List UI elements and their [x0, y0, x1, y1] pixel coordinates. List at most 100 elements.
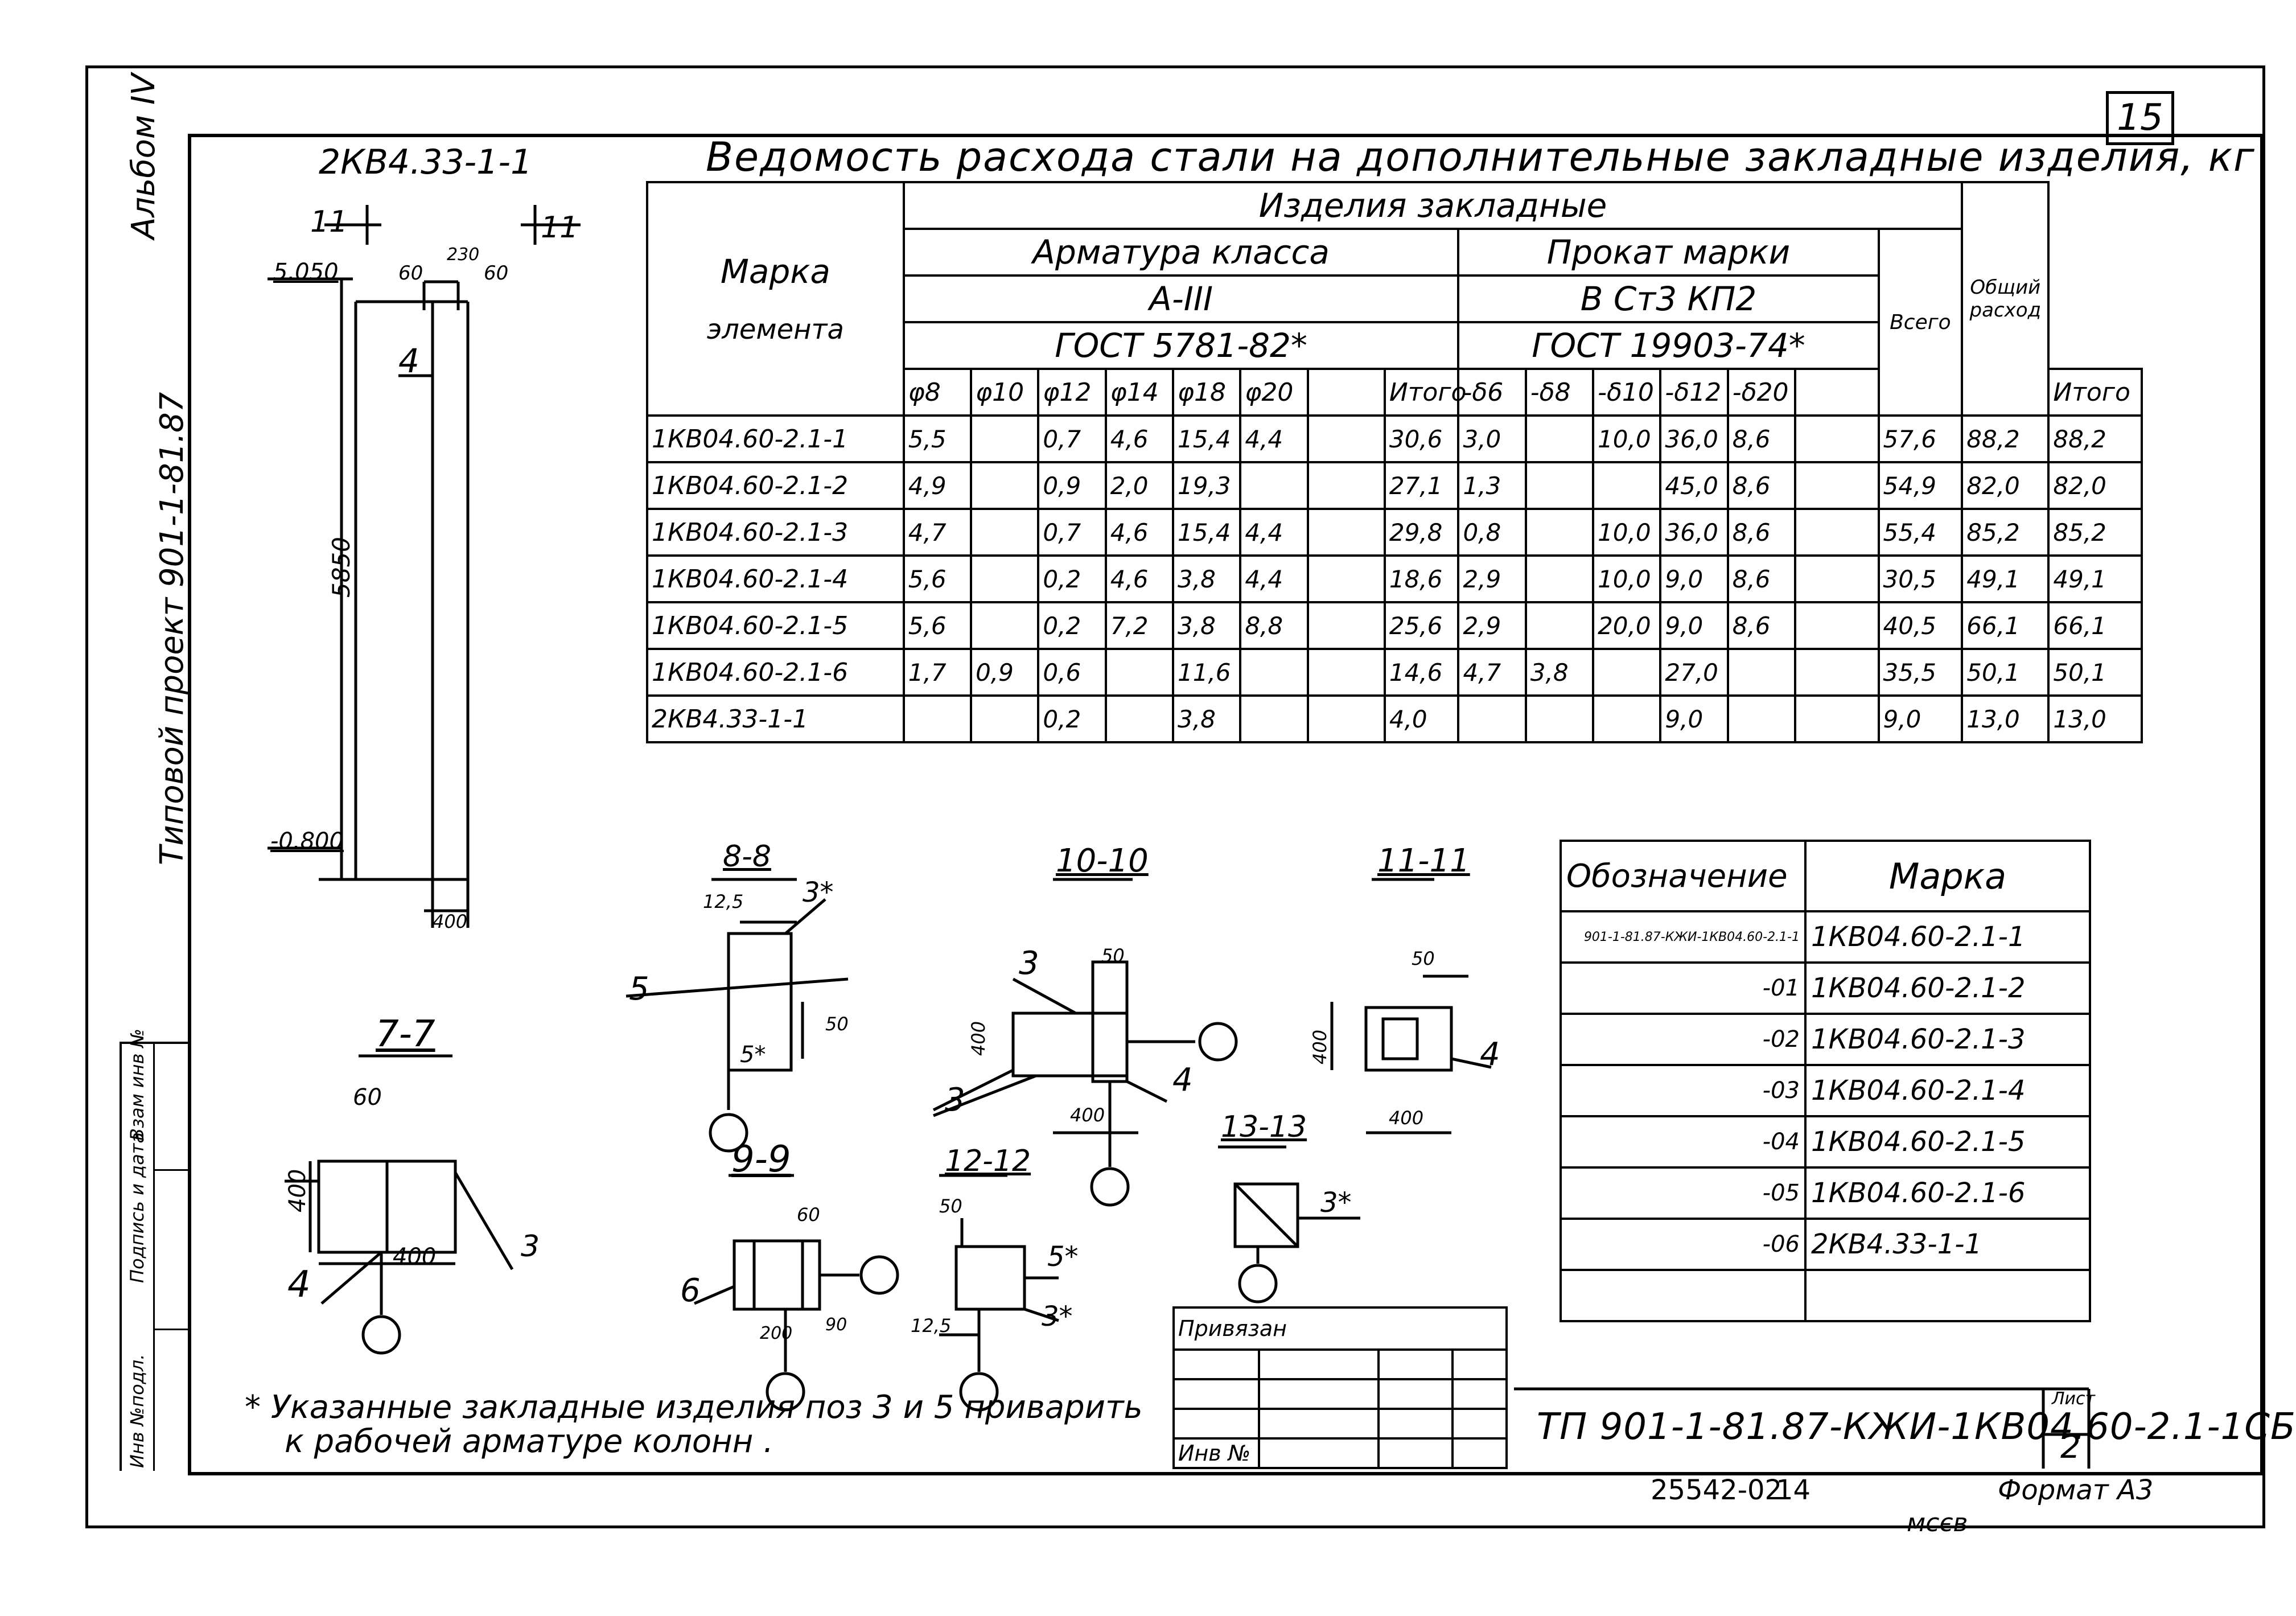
- rolled-cell: 55,4: [1877, 508, 1964, 557]
- s7-dim-400-v: 400: [285, 1169, 311, 1212]
- rebar-cell: [1306, 648, 1386, 697]
- marks-mark: 1КВ04.60-2.1-2: [1804, 961, 2091, 1015]
- rolled-cell: 8,6: [1726, 508, 1797, 557]
- head-rebar-gost: ГОСТ 5781-82*: [902, 321, 1460, 370]
- marks-mark: 1КВ04.60-2.1-1: [1804, 910, 2091, 964]
- rolled-cell: 54,9: [1877, 461, 1964, 510]
- rolled-cell: 3,0: [1457, 414, 1527, 463]
- rebar-size-3: φ14: [1104, 368, 1175, 417]
- head-rolled-gost: ГОСТ 19903-74*: [1457, 321, 1880, 370]
- s7-pos-3: 3: [521, 1230, 540, 1264]
- s7-pos-4: 4: [287, 1264, 311, 1306]
- marks-mark: 2КВ4.33-1-1: [1804, 1218, 2091, 1271]
- page-number: 14: [1776, 1474, 1811, 1506]
- rebar-cell: 4,0: [1383, 694, 1460, 743]
- section-9-label: 9-9: [731, 1138, 791, 1181]
- rolled-cell: [1794, 694, 1880, 743]
- rolled-size-3: -δ12: [1659, 368, 1729, 417]
- note-line2: к рабочей арматуре колонн .: [285, 1423, 773, 1460]
- rolled-cell: 9,0: [1659, 554, 1729, 603]
- rolled-cell: [1524, 554, 1595, 603]
- rebar-cell: 0,7: [1037, 414, 1107, 463]
- marks-mark: 1КВ04.60-2.1-4: [1804, 1064, 2091, 1117]
- s9-dim-200: 200: [760, 1323, 793, 1343]
- rolled-cell: [1524, 508, 1595, 557]
- marks-designation: 901-1-81.87-КЖИ-1КВ04.60-2.1-1: [1560, 910, 1807, 964]
- section-12-label: 12-12: [945, 1144, 1031, 1178]
- rebar-cell: [1306, 601, 1386, 650]
- rolled-cell: 8,6: [1726, 554, 1797, 603]
- rolled-cell: [1794, 508, 1880, 557]
- rebar-cell: 11,6: [1172, 648, 1242, 697]
- bound-label: Привязан: [1172, 1306, 1508, 1351]
- s11-dim-400-h: 400: [1389, 1107, 1424, 1129]
- rebar-cell: 3,8: [1172, 694, 1242, 743]
- rolled-cell: 30,5: [1877, 554, 1964, 603]
- rolled-cell: 2,9: [1457, 601, 1527, 650]
- row-overall: 88,2: [2047, 414, 2143, 463]
- rebar-cell: 2,0: [1104, 461, 1175, 510]
- rebar-cell: 4,4: [1239, 554, 1309, 603]
- sheet-number: 15: [2106, 91, 2174, 145]
- rolled-cell: [1794, 554, 1880, 603]
- row-total: 66,1: [1961, 601, 2050, 650]
- rebar-cell: [1104, 694, 1175, 743]
- rolled-cell: 8,6: [1726, 414, 1797, 463]
- head-total: Всего: [1877, 228, 1964, 417]
- s12-dim-125: 12,5: [911, 1315, 952, 1337]
- rolled-cell: [1794, 648, 1880, 697]
- s7-dim-60: 60: [353, 1084, 382, 1111]
- section-10-label: 10-10: [1056, 842, 1149, 879]
- rebar-cell: 1,7: [902, 648, 973, 697]
- rebar-size-2: φ12: [1037, 368, 1107, 417]
- row-mark: 1КВ04.60-2.1-6: [646, 648, 905, 697]
- head-rolled: Прокат марки: [1457, 228, 1880, 277]
- row-total: 88,2: [1961, 414, 2050, 463]
- rebar-cell: 0,9: [970, 648, 1040, 697]
- s9-dim-60: 60: [797, 1204, 820, 1226]
- doc-code: ТП 901-1-81.87-КЖИ-1КВ04.60-2.1-1СБ: [1537, 1406, 2296, 1448]
- rolled-cell: [1524, 414, 1595, 463]
- s12-dim-50: 50: [939, 1195, 962, 1217]
- rolled-cell: 9,0: [1877, 694, 1964, 743]
- marks-head-mark: Марка: [1804, 840, 2091, 912]
- rebar-cell: [970, 554, 1040, 603]
- s8-pos-5s: 5*: [740, 1042, 766, 1068]
- rebar-cell: 15,4: [1172, 414, 1242, 463]
- rebar-size-0: φ8: [902, 368, 973, 417]
- row-overall: 50,1: [2047, 648, 2143, 697]
- top-dim-2: 230: [447, 245, 480, 265]
- s9-pos-6: 6: [680, 1272, 701, 1309]
- column-title: 2КВ4.33-1-1: [319, 142, 533, 182]
- row-total: 50,1: [1961, 648, 2050, 697]
- section-mark-left: 11: [310, 205, 348, 239]
- rolled-cell: 1,3: [1457, 461, 1527, 510]
- s10-pos-4: 4: [1172, 1062, 1193, 1099]
- rolled-cell: [1726, 648, 1797, 697]
- rebar-cell: 30,6: [1383, 414, 1460, 463]
- top-dim-1: 60: [398, 262, 423, 285]
- rebar-cell: 0,6: [1037, 648, 1107, 697]
- sheet-value: 2: [2060, 1429, 2081, 1466]
- rolled-cell: 4,7: [1457, 648, 1527, 697]
- s8-dim-125: 12,5: [703, 891, 744, 912]
- marks-mark: 1КВ04.60-2.1-6: [1804, 1166, 2091, 1220]
- rebar-cell: [970, 694, 1040, 743]
- s9-dim-90: 90: [825, 1315, 847, 1335]
- marks-designation: -03: [1560, 1064, 1807, 1117]
- row-overall: 49,1: [2047, 554, 2143, 603]
- rolled-cell: [1794, 461, 1880, 510]
- s13-pos-3s: 3*: [1320, 1187, 1352, 1219]
- marks-designation: -02: [1560, 1013, 1807, 1066]
- rebar-cell: 0,2: [1037, 601, 1107, 650]
- rolled-cell: 2,9: [1457, 554, 1527, 603]
- rebar-cell: [1306, 554, 1386, 603]
- rebar-cell: 4,6: [1104, 508, 1175, 557]
- rolled-cell: 36,0: [1659, 508, 1729, 557]
